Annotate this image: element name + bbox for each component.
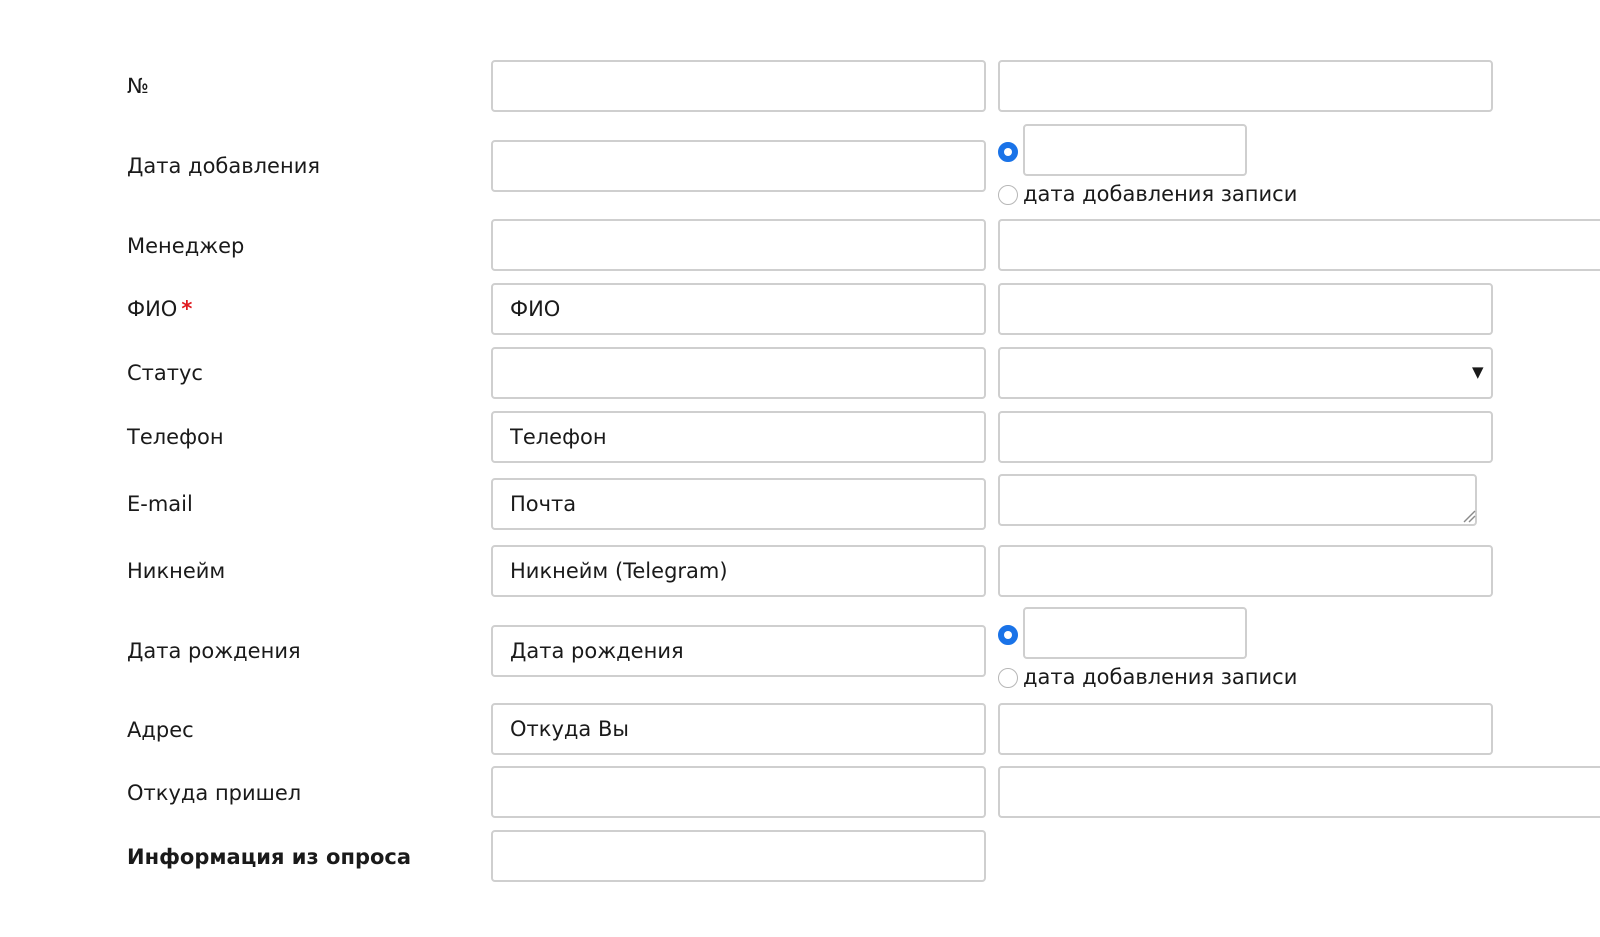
date-added-custom-input[interactable] <box>1023 124 1247 176</box>
status-input[interactable] <box>491 347 986 399</box>
address-label: Адрес <box>127 718 194 742</box>
chevron-down-icon: ▼ <box>1472 363 1484 381</box>
email-label: E-mail <box>127 492 193 516</box>
date-added-label: Дата добавления <box>127 154 320 178</box>
email-extra-textarea[interactable] <box>998 474 1477 526</box>
manager-label: Менеджер <box>127 234 245 258</box>
status-label: Статус <box>127 361 203 385</box>
address-extra-input[interactable] <box>998 703 1493 755</box>
nickname-input[interactable] <box>491 545 986 597</box>
date-added-record-radio-label: дата добавления записи <box>1023 182 1298 206</box>
birth-date-label: Дата рождения <box>127 639 301 663</box>
number-input[interactable] <box>491 60 986 112</box>
number-label: № <box>127 74 149 98</box>
phone-extra-input[interactable] <box>998 411 1493 463</box>
source-label: Откуда пришел <box>127 781 302 805</box>
birth-date-record-radio[interactable] <box>998 668 1018 688</box>
address-input[interactable] <box>491 703 986 755</box>
survey-info-label: Информация из опроса <box>127 845 412 869</box>
source-input[interactable] <box>491 766 986 818</box>
full-name-label-text: ФИО <box>127 297 178 321</box>
date-added-record-radio[interactable] <box>998 185 1018 205</box>
nickname-extra-input[interactable] <box>998 545 1493 597</box>
full-name-input[interactable] <box>491 283 986 335</box>
date-added-custom-radio[interactable] <box>998 142 1018 162</box>
nickname-label: Никнейм <box>127 559 226 583</box>
phone-label: Телефон <box>127 425 224 449</box>
required-mark: * <box>181 297 193 321</box>
birth-date-custom-radio[interactable] <box>998 625 1018 645</box>
full-name-label: ФИО* <box>127 295 192 323</box>
manager-input[interactable] <box>491 219 986 271</box>
status-select[interactable] <box>998 347 1493 399</box>
birth-date-custom-input[interactable] <box>1023 607 1247 659</box>
number-extra-input[interactable] <box>998 60 1493 112</box>
birth-date-input[interactable] <box>491 625 986 677</box>
source-extra-input[interactable] <box>998 766 1600 818</box>
resize-handle-icon[interactable] <box>1462 509 1476 523</box>
email-input[interactable] <box>491 478 986 530</box>
date-added-input[interactable] <box>491 140 986 192</box>
phone-input[interactable] <box>491 411 986 463</box>
manager-extra-input[interactable] <box>998 219 1600 271</box>
full-name-extra-input[interactable] <box>998 283 1493 335</box>
survey-info-input[interactable] <box>491 830 986 882</box>
birth-date-record-radio-label: дата добавления записи <box>1023 665 1298 689</box>
